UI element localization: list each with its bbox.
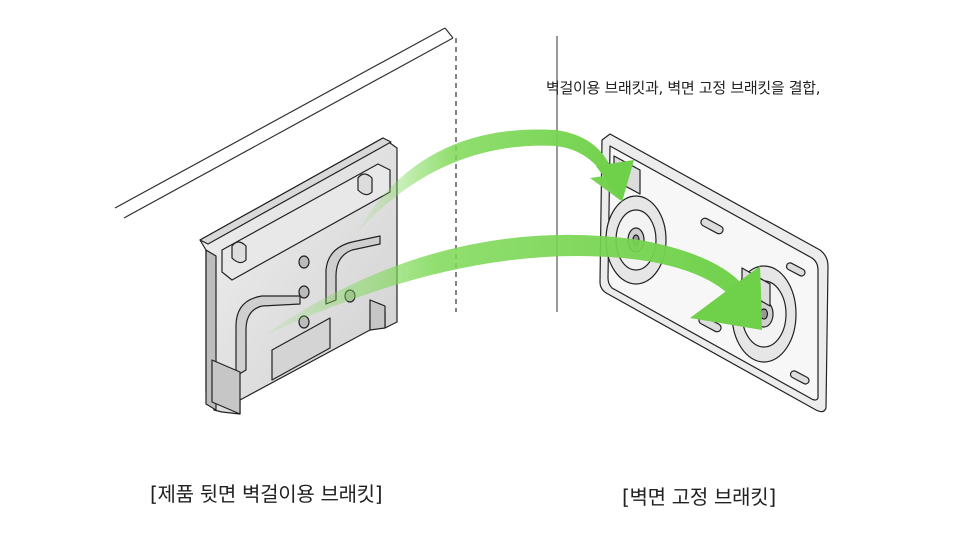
caption-wall-fixing-bracket: [벽면 고정 브래킷] xyxy=(622,485,776,509)
caption-product-back-bracket: [제품 뒷면 벽걸이용 브래킷] xyxy=(150,482,383,506)
arrowhead-lower xyxy=(690,266,762,330)
product-back-bracket xyxy=(199,137,398,415)
arrowhead-upper xyxy=(596,160,634,202)
lower-curved-arrow-icon xyxy=(260,234,762,338)
upper-curved-arrow-icon xyxy=(356,129,630,234)
assembly-instruction-text: 벽걸이용 브래킷과, 벽면 고정 브래킷을 결합, xyxy=(546,79,821,97)
